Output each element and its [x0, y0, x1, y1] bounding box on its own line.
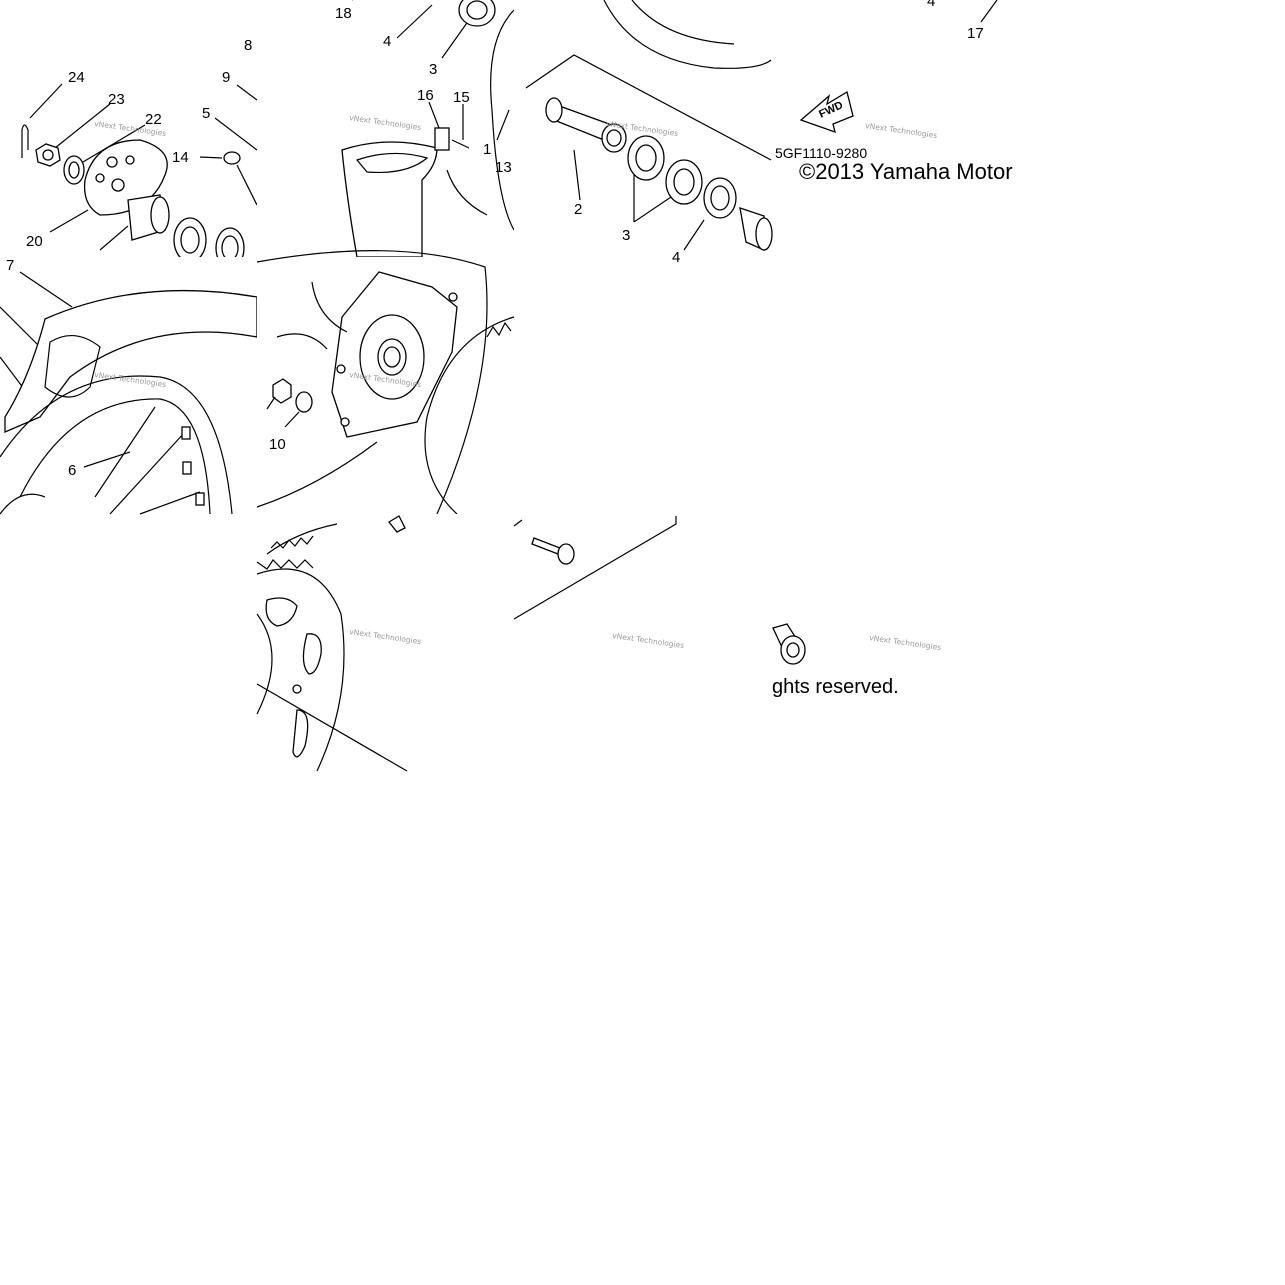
tile-5-drawing: 6 vNext Technologies	[0, 271, 258, 515]
diagram-tile-7: vNext Technologies	[256, 514, 514, 772]
part-label: 1	[483, 141, 491, 158]
part-label: 10	[269, 436, 286, 453]
diagram-tile-4: FWD 4 17 vNext Technologies 5GF1110-9280	[771, 0, 1028, 200]
part-label: 23	[108, 91, 125, 108]
part-label: 2	[574, 201, 582, 218]
diagram-tile-6: 10 vNext Technologies	[256, 250, 515, 515]
diagram-code: 5GF1110-9280	[775, 145, 867, 161]
diagram-tile-9: vNext Technologies	[771, 600, 971, 690]
part-label: 4	[672, 249, 680, 266]
watermark: vNext Technologies	[349, 113, 422, 132]
diagram-tile-3: 2 3 4 vNext Technologies	[514, 0, 773, 266]
tile-9-drawing: vNext Technologies	[772, 623, 942, 665]
tile-4-drawing: FWD 4 17 vNext Technologies 5GF1110-9280	[775, 0, 998, 161]
tile-6-drawing: 10 vNext Technologies	[256, 250, 515, 515]
diagram-tile-5: 6 vNext Technologies	[0, 257, 258, 515]
part-label: 13	[495, 159, 512, 176]
part-label: 18	[335, 5, 352, 22]
diagram-tile-2: 18 4 3 16 15 1 13 vNext Technologies	[257, 0, 515, 258]
part-label: 24	[68, 69, 85, 86]
part-label: 4	[383, 33, 391, 50]
tile-3-drawing: 2 3 4 vNext Technologies	[525, 0, 773, 266]
part-label: 15	[453, 89, 470, 106]
tile-7-drawing: vNext Technologies	[256, 515, 422, 772]
rights-text: ghts reserved.	[772, 676, 899, 698]
part-label: 7	[6, 257, 15, 274]
watermark: vNext Technologies	[349, 627, 422, 646]
watermark: vNext Technologies	[865, 121, 938, 140]
part-label: 3	[429, 61, 437, 78]
watermark: vNext Technologies	[869, 633, 942, 652]
part-label: 20	[26, 233, 43, 250]
part-label: 16	[417, 87, 434, 104]
diagram-tile-8: vNext Technologies	[513, 514, 771, 771]
watermark: vNext Technologies	[94, 370, 167, 389]
fwd-arrow-icon: FWD	[799, 90, 854, 134]
diagram-tile-1: 24 23 22 8 9 5 14 20 vNext Technologies	[0, 0, 258, 269]
part-label: 14	[172, 149, 189, 166]
part-label: 5	[202, 105, 210, 122]
tile-8-drawing: vNext Technologies	[513, 516, 685, 650]
part-label: 8	[244, 37, 252, 54]
watermark: vNext Technologies	[612, 631, 685, 650]
copyright-text: ©2013 Yamaha Motor	[799, 159, 1013, 184]
part-label: 4	[927, 0, 935, 10]
part-label: 3	[622, 227, 630, 244]
part-label: 17	[967, 25, 984, 42]
part-label: 9	[222, 69, 230, 86]
part-label: 6	[68, 462, 76, 479]
tile-2-drawing: 18 4 3 16 15 1 13 vNext Technologies	[335, 0, 515, 258]
part-label: 22	[145, 111, 162, 128]
tile-1-drawing: 24 23 22 8 9 5 14 20 vNext Technologies	[21, 37, 258, 269]
